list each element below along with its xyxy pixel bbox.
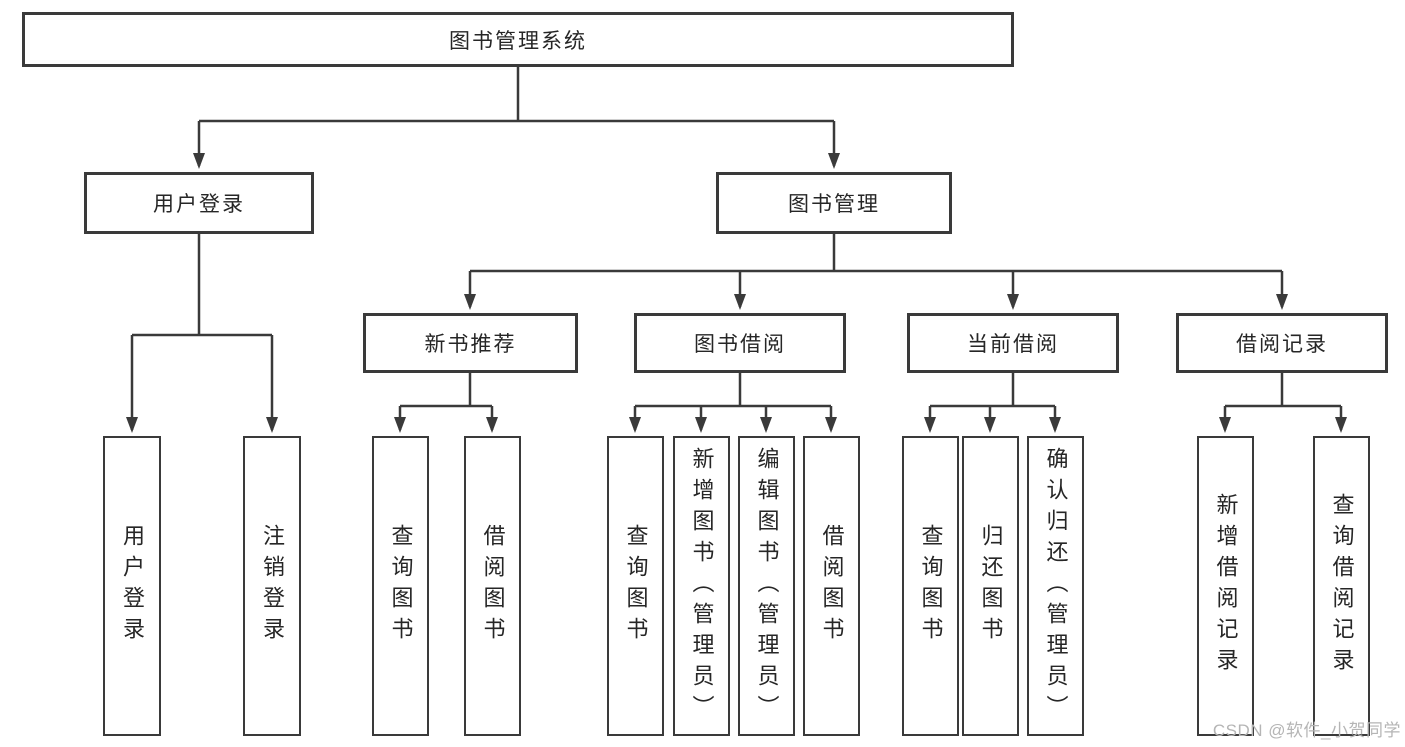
leaf-return-book: 归还图书: [962, 436, 1019, 736]
node-current-borrowing: 当前借阅: [907, 313, 1119, 373]
leaf-confirm-return-admin: 确认归还（管理员）: [1027, 436, 1084, 736]
leaf-query-books-2: 查询图书: [607, 436, 664, 736]
node-label: 新增图书（管理员）: [689, 446, 715, 726]
node-user-login: 用户登录: [84, 172, 314, 234]
node-root-system: 图书管理系统: [22, 12, 1014, 67]
node-label: 借阅图书: [819, 524, 845, 648]
node-book-management: 图书管理: [716, 172, 952, 234]
node-label: 查询图书: [918, 524, 944, 648]
leaf-query-books-3: 查询图书: [902, 436, 959, 736]
leaf-logout: 注销登录: [243, 436, 301, 736]
csdn-watermark: CSDN @软件_小贺同学: [1212, 721, 1401, 740]
node-label: 用户登录: [120, 524, 145, 648]
node-label: 归还图书: [978, 524, 1004, 648]
node-book-borrowing: 图书借阅: [634, 313, 846, 373]
node-label: 当前借阅: [967, 333, 1059, 356]
node-borrowing-records: 借阅记录: [1176, 313, 1388, 373]
node-label: 图书管理: [788, 193, 880, 216]
node-label: 确认归还（管理员）: [1043, 446, 1069, 726]
node-new-book-recommend: 新书推荐: [363, 313, 578, 373]
leaf-borrow-books-1: 借阅图书: [464, 436, 521, 736]
node-label: 查询借阅记录: [1329, 493, 1355, 679]
node-label: 查询图书: [388, 524, 414, 648]
node-label: 图书借阅: [694, 333, 786, 356]
leaf-add-book-admin: 新增图书（管理员）: [673, 436, 730, 736]
leaf-borrow-books-2: 借阅图书: [803, 436, 860, 736]
leaf-query-borrow-record: 查询借阅记录: [1313, 436, 1370, 736]
leaf-edit-book-admin: 编辑图书（管理员）: [738, 436, 795, 736]
node-label: 新增借阅记录: [1213, 493, 1239, 679]
node-label: 编辑图书（管理员）: [754, 446, 780, 726]
leaf-add-borrow-record: 新增借阅记录: [1197, 436, 1254, 736]
node-label: 借阅图书: [480, 524, 506, 648]
leaf-user-login: 用户登录: [103, 436, 161, 736]
leaf-query-books-1: 查询图书: [372, 436, 429, 736]
node-label: 查询图书: [623, 524, 649, 648]
node-label: 新书推荐: [424, 333, 517, 356]
node-label: 用户登录: [153, 193, 245, 216]
node-label: 图书管理系统: [449, 29, 587, 53]
node-label: 借阅记录: [1236, 333, 1328, 356]
node-label: 注销登录: [260, 524, 285, 648]
